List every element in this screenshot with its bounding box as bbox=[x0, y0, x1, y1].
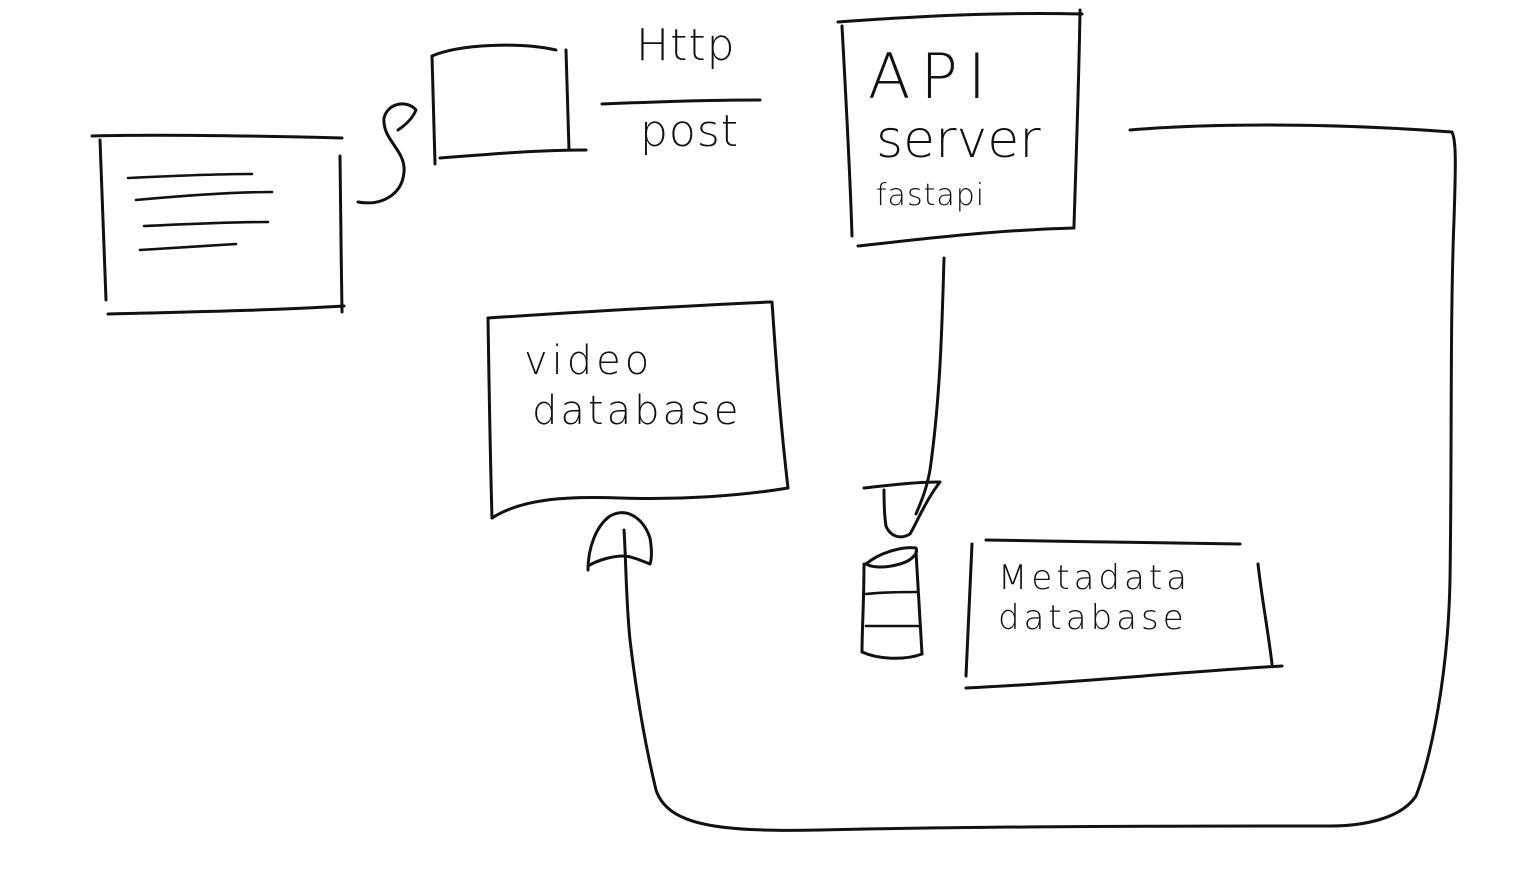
metadata-database-label-line2: database bbox=[998, 598, 1188, 638]
video-database-label-line1: video bbox=[524, 338, 654, 384]
api-server-box bbox=[836, 8, 1084, 248]
api-server-title-line2: server bbox=[876, 110, 1041, 170]
api-to-db-line bbox=[914, 256, 946, 516]
arrow-head-to-video-db bbox=[586, 511, 653, 572]
arrow-head-to-db bbox=[862, 480, 942, 539]
upload-arrow bbox=[356, 102, 418, 205]
metadata-database-box bbox=[964, 538, 1284, 690]
client-box bbox=[430, 43, 588, 166]
http-connector-line bbox=[600, 98, 762, 106]
metadata-database-label-line1: Metadata bbox=[998, 558, 1192, 598]
video-database-box bbox=[486, 300, 790, 520]
video-database-label-line2: database bbox=[532, 388, 742, 434]
document-box bbox=[90, 133, 346, 316]
http-label: Http bbox=[636, 20, 736, 71]
api-server-title-line1: API bbox=[868, 40, 997, 113]
loop-connector-line bbox=[622, 123, 1457, 832]
post-label: post bbox=[640, 106, 740, 157]
database-cylinder-icon bbox=[860, 546, 924, 660]
api-server-subtitle: fastapi bbox=[876, 178, 986, 213]
